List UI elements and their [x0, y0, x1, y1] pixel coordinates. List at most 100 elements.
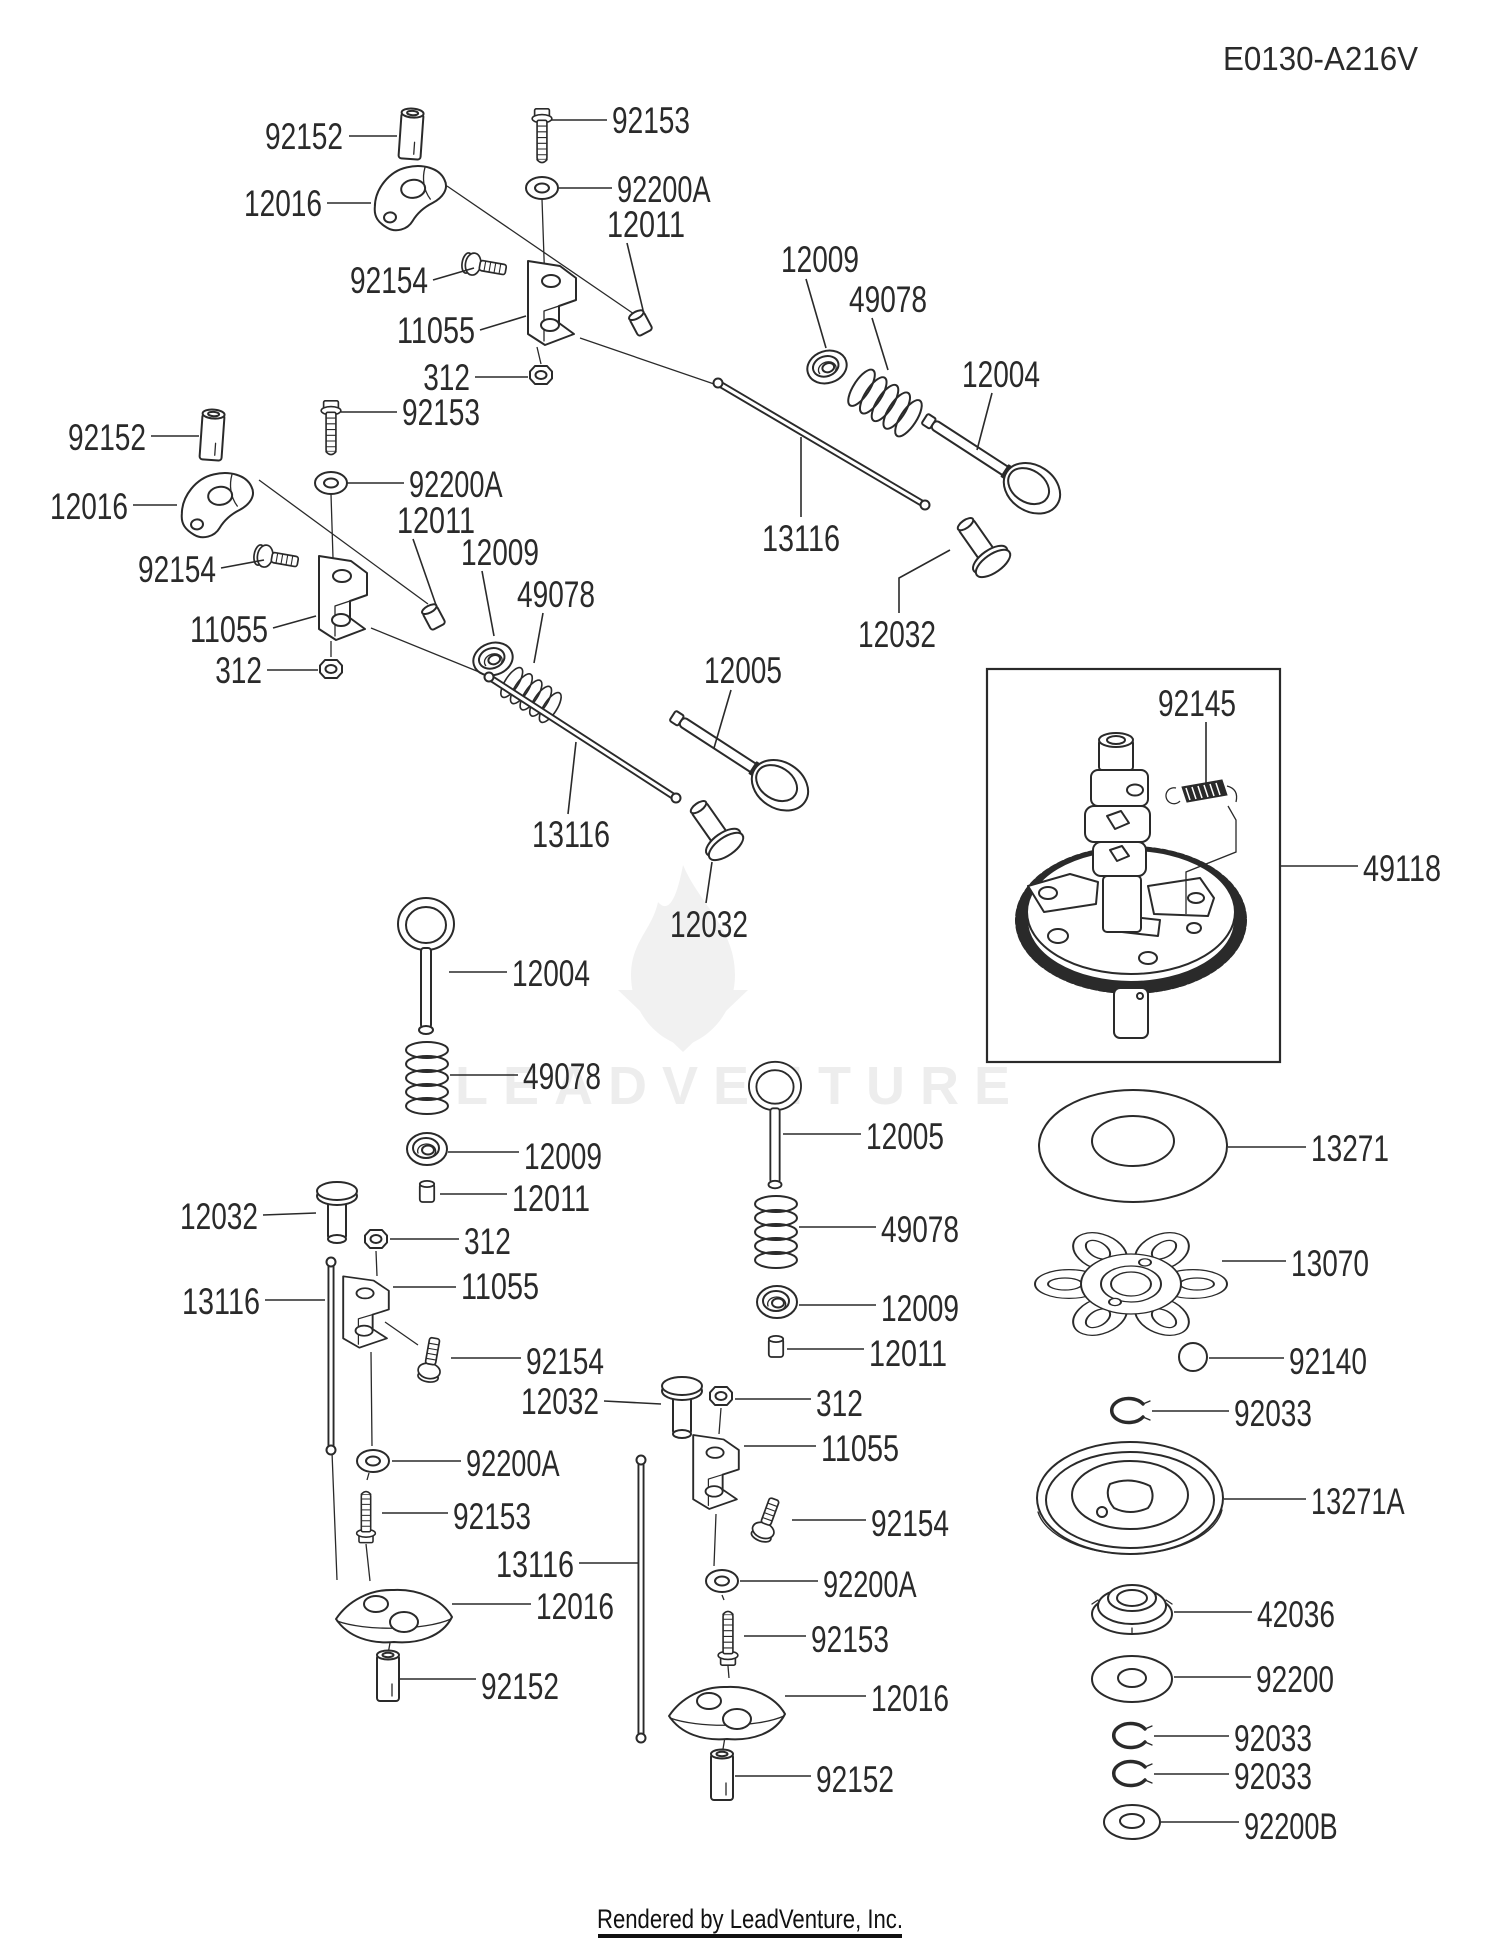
pivot-bolt-drawing [320, 400, 342, 456]
inlet-valve-drawing [397, 897, 455, 1035]
pivot-bolt-drawing [531, 108, 553, 164]
rocker-pivot-drawing [397, 106, 425, 161]
part-number-label-92145: 92145 [1158, 683, 1236, 724]
circlip-drawing [1109, 1396, 1152, 1425]
part-number-label-12011: 12011 [869, 1333, 947, 1374]
leader-line-92154 [432, 267, 475, 281]
part-number-label-13116: 13116 [532, 814, 610, 855]
leader-line-49078 [871, 317, 889, 371]
governor-cup-drawing [1036, 1441, 1224, 1555]
valve-lifter-drawing [945, 508, 1016, 584]
part-number-label-12009: 12009 [881, 1288, 959, 1329]
leader-line-13116 [567, 741, 577, 815]
part-number-label-12016: 12016 [871, 1678, 949, 1719]
plain-washer-large-drawing [1091, 1655, 1173, 1703]
part-number-label-312: 312 [423, 357, 470, 398]
part-number-label-11055: 11055 [190, 609, 268, 650]
governor-spring-drawing [1165, 779, 1238, 914]
leader-line-12032 [603, 1400, 662, 1405]
part-number-label-12011: 12011 [607, 204, 685, 245]
part-number-label-12005: 12005 [866, 1116, 944, 1157]
spring-retainer-drawing [756, 1285, 798, 1319]
part-number-label-92152: 92152 [481, 1666, 559, 1707]
spring-retainer-drawing [802, 344, 852, 390]
rocker-pivot-drawing [710, 1748, 734, 1801]
lock-nut-drawing [319, 659, 343, 679]
leader-line-49078 [533, 612, 544, 664]
camshaft-inset-box [985, 667, 1282, 1064]
rocker-bracket-drawing [527, 260, 577, 346]
adjust-screw-drawing [459, 250, 509, 282]
flame-icon [631, 865, 735, 1046]
lock-nut-drawing [364, 1229, 388, 1249]
rocker-bracket-drawing [342, 1275, 390, 1349]
part-number-label-12016: 12016 [50, 486, 128, 527]
rocker-pivot-drawing [376, 1649, 400, 1702]
part-number-label-13271: 13271 [1311, 1128, 1389, 1169]
part-number-label-12005: 12005 [704, 650, 782, 691]
valve-spring-drawing [405, 1041, 449, 1115]
part-number-label-312: 312 [215, 650, 262, 691]
leader-line-12009 [805, 278, 827, 349]
camshaft-gear-assembly-drawing [1015, 732, 1247, 1039]
inlet-valve-drawing [921, 413, 1062, 515]
rocker-arm-drawing [369, 162, 452, 234]
part-number-label-13116: 13116 [496, 1544, 574, 1585]
part-number-label-92200A: 92200A [409, 464, 503, 505]
part-number-label-92153: 92153 [612, 100, 690, 141]
plain-washer-drawing [705, 1569, 739, 1593]
part-number-label-92140: 92140 [1289, 1341, 1367, 1382]
circlip-drawing [1111, 1721, 1154, 1750]
drawing-number: E0130-A216V [1223, 40, 1418, 77]
pivot-bolt-drawing [355, 1490, 377, 1544]
assembly-lines [258, 185, 730, 1756]
leader-line-11055 [272, 615, 317, 629]
part-number-label-312: 312 [816, 1383, 863, 1424]
part-labels-layer: 92152120169215392200A1201192154110553121… [50, 100, 1441, 1847]
part-number-label-312: 312 [464, 1221, 511, 1262]
push-rod-drawing [483, 671, 682, 804]
part-number-label-92033: 92033 [1234, 1718, 1312, 1759]
part-number-label-13070: 13070 [1291, 1243, 1369, 1284]
part-number-label-13116: 13116 [762, 518, 840, 559]
plain-washer-drawing [525, 176, 559, 200]
chevron-v-icon [618, 990, 748, 1052]
push-rod-drawing [712, 377, 931, 511]
governor-weight-base-drawing [1034, 1232, 1228, 1336]
steel-ball-drawing [1178, 1342, 1208, 1372]
part-number-label-12011: 12011 [397, 500, 475, 541]
part-number-label-49078: 49078 [517, 574, 595, 615]
part-number-label-49078: 49078 [881, 1209, 959, 1250]
spring-retainer-drawing [406, 1132, 448, 1166]
valve-stem-cap-drawing [419, 601, 447, 632]
rocker-bracket-drawing [318, 555, 368, 641]
part-number-label-12016: 12016 [244, 183, 322, 224]
part-number-label-12009: 12009 [524, 1136, 602, 1177]
part-number-label-12032: 12032 [180, 1196, 258, 1237]
leader-line-12011 [626, 242, 644, 311]
part-number-label-13116: 13116 [182, 1281, 260, 1322]
part-number-label-12011: 12011 [512, 1178, 590, 1219]
part-number-label-92152: 92152 [68, 417, 146, 458]
part-number-label-49078: 49078 [523, 1056, 601, 1097]
adjust-screw-drawing [251, 542, 301, 574]
valve-lifter-drawing [661, 1376, 703, 1439]
plain-washer-drawing [356, 1449, 390, 1473]
clipped-footer-line [598, 1934, 902, 1938]
exhaust-valve-drawing [748, 1060, 802, 1190]
part-number-label-92154: 92154 [350, 260, 428, 301]
part-number-label-12009: 12009 [461, 532, 539, 573]
part-number-label-92200A: 92200A [823, 1564, 917, 1605]
adjust-screw-drawing [415, 1335, 447, 1385]
footer-credit: Rendered by LeadVenture, Inc. [597, 1904, 903, 1934]
part-number-label-12004: 12004 [962, 354, 1040, 395]
exhaust-valve-drawing [669, 710, 810, 812]
part-number-label-12004: 12004 [512, 953, 590, 994]
leader-line-12004 [976, 392, 993, 451]
valve-lifter-drawing [316, 1181, 358, 1244]
lock-nut-drawing [529, 365, 553, 385]
leader-line-12032 [262, 1212, 317, 1216]
part-number-label-49078: 49078 [849, 279, 927, 320]
